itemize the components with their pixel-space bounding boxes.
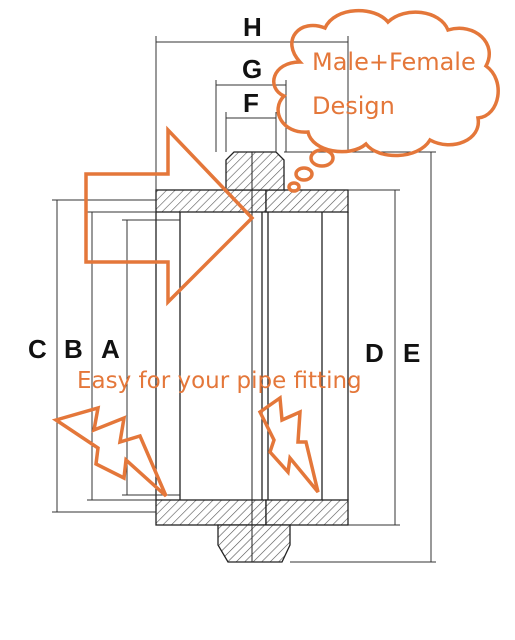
thought-cloud [272,9,500,158]
dim-label-g: G [242,54,262,84]
right-top-wall [265,189,349,213]
lightning-icon-left [51,405,168,498]
arrow-icon [84,125,255,307]
left-top-wall [155,189,267,213]
caption-text: Easy for your pipe fitting [77,368,362,394]
dim-label-d: D [365,338,384,368]
dim-label-c: C [28,334,47,364]
thought-bubble-large [309,148,335,168]
lightning-icon-right [257,394,320,494]
callout-line-2: Design [312,92,395,120]
orange-annotations [51,9,500,498]
left-bottom-wall [155,499,267,526]
right-bottom-wall [265,499,349,526]
dim-label-e: E [403,338,420,368]
dim-label-a: A [101,334,120,364]
dim-label-f: F [243,88,259,118]
dim-label-b: B [64,334,83,364]
dim-label-h: H [243,12,262,42]
thought-bubble-small [287,181,301,193]
callout-line-1: Male+Female [312,48,476,76]
bottom-flange [217,524,291,563]
fitting-body [155,151,349,563]
top-flange [225,151,285,191]
thought-bubble-medium [294,166,314,182]
